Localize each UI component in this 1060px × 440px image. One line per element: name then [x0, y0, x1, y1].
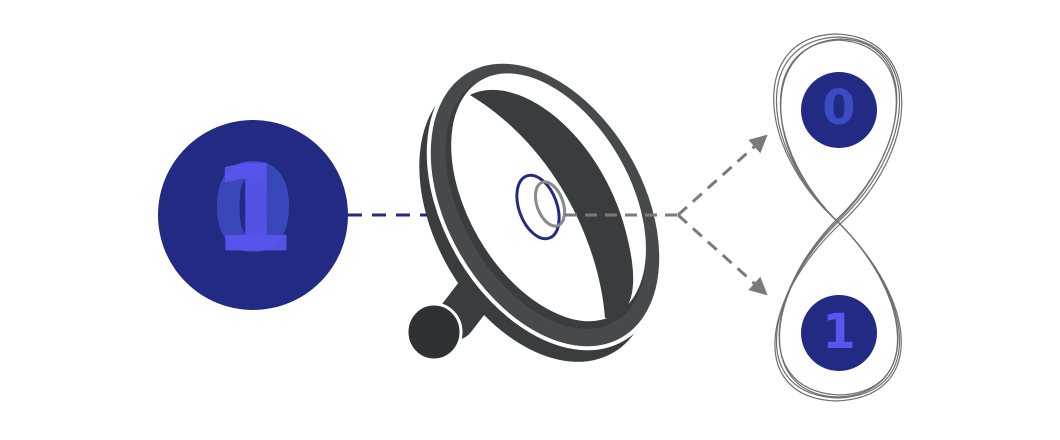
qubit-circle — [158, 120, 348, 310]
lens-ring-gray — [533, 180, 567, 228]
outcome-figure-eight — [773, 33, 903, 402]
outcome-zero: 0 — [801, 72, 877, 148]
lens-ring-navy — [515, 173, 561, 241]
outcome-one: 1 — [801, 295, 877, 371]
outcome-zero-circle — [801, 72, 877, 148]
qubit-digit-one: 1 — [211, 141, 295, 280]
qubit-superposition: 0 1 — [158, 120, 348, 310]
magnifying-glass-icon — [405, 59, 664, 362]
lens-rim — [419, 59, 664, 362]
arrow-to-one — [676, 213, 768, 296]
lens-inner-shadow — [470, 89, 634, 319]
outcome-one-circle — [801, 295, 877, 371]
outcome-one-digit: 1 — [822, 304, 855, 360]
qubit-digit-zero: 0 — [211, 141, 295, 280]
arrow-to-zero — [676, 134, 768, 217]
outcome-zero-digit: 0 — [822, 80, 855, 136]
